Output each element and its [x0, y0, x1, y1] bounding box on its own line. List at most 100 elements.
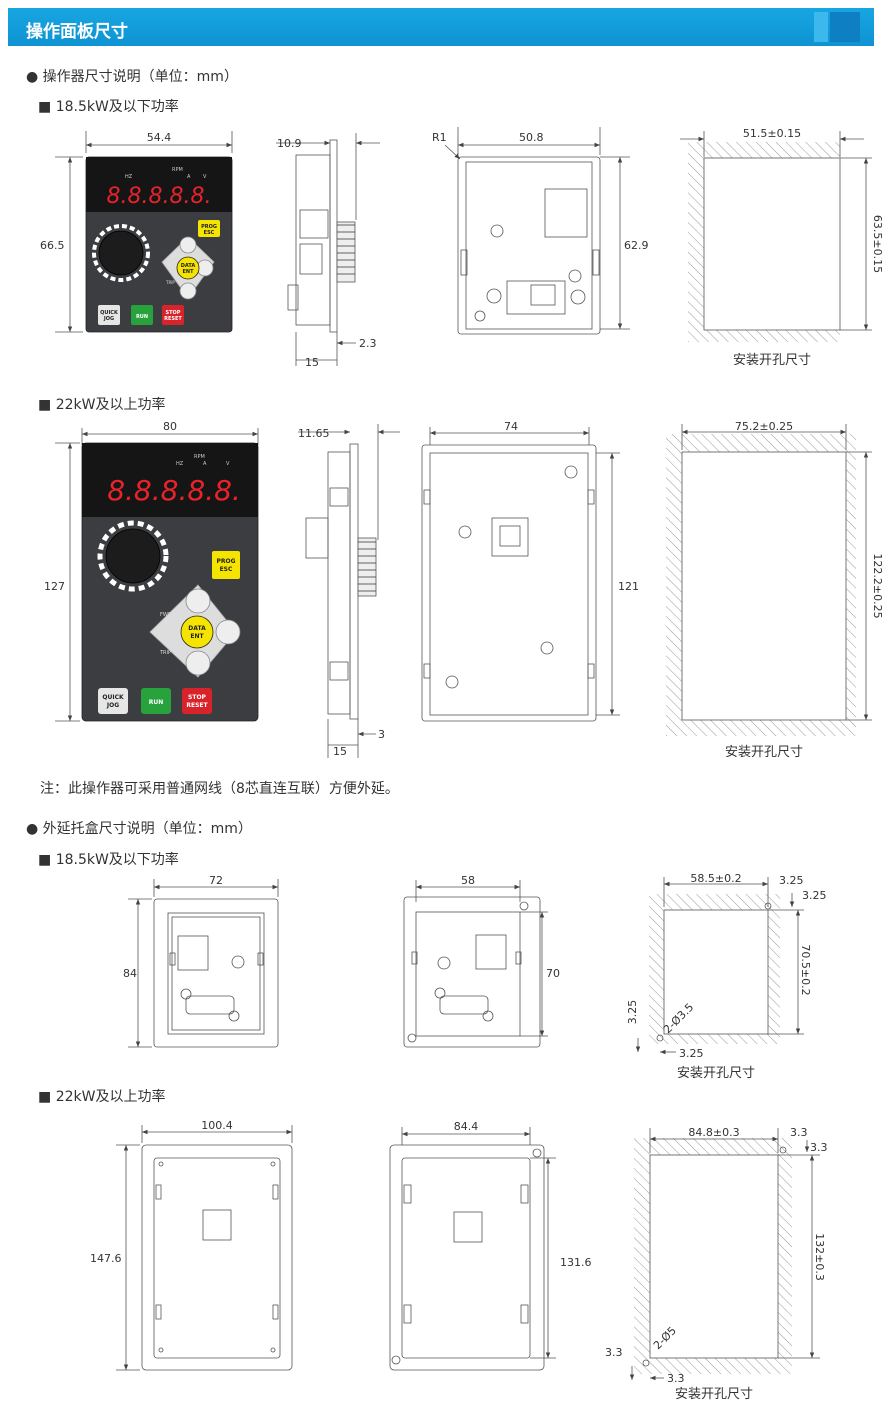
- sub1-label: 18.5kW及以下功率: [55, 99, 179, 115]
- keypad-side-small: 10.9 15 2.3: [276, 133, 380, 369]
- dim-s1-h: 66.5: [40, 239, 65, 252]
- stop-reset-button[interactable]: [162, 305, 184, 325]
- dim-s1-side-top: 10.9: [277, 137, 302, 150]
- led-display: 8.8.8.8.8.: [107, 474, 241, 507]
- jog-label: JOG: [103, 316, 114, 322]
- dim-s2-back-w: 74: [504, 420, 518, 433]
- ent-label: ENT: [190, 633, 204, 640]
- down-button[interactable]: [179, 282, 197, 300]
- a-label: A: [187, 174, 191, 180]
- keypad-front-large: 80 127 HZ RPM A V 8.8.8.8.8. PROG ESC DA…: [44, 420, 259, 722]
- prog-esc-button[interactable]: [212, 551, 240, 579]
- bullet-title-1: ● 操作器尺寸说明（单位：mm）: [26, 69, 238, 85]
- stop-label: STOP: [188, 694, 207, 701]
- dim-b2-cut-w: 84.8±0.3: [688, 1126, 739, 1139]
- quick-jog-button[interactable]: [98, 305, 120, 325]
- dim-b1-cut-h: 70.5±0.2: [799, 944, 812, 995]
- prog-esc-button[interactable]: [198, 220, 220, 237]
- cutout-label-4: 安装开孔尺寸: [675, 1387, 753, 1402]
- run-button[interactable]: [131, 305, 153, 325]
- dim-s1-side-b1: 15: [305, 356, 319, 369]
- cutout-box-small: 58.5±0.2 3.25 3.25 70.5±0.2 3.25 2-Ø3.5 …: [626, 872, 827, 1081]
- down-button[interactable]: [185, 650, 211, 676]
- section-header: 操作面板尺寸: [8, 8, 874, 46]
- hz-label: HZ: [176, 461, 184, 467]
- dim-b2-c-right: 3.3: [810, 1141, 828, 1154]
- dim-b2-cut-h: 132±0.3: [813, 1233, 826, 1281]
- quick-jog-button[interactable]: [98, 688, 128, 714]
- right-button[interactable]: [215, 619, 241, 645]
- rpm-label: RPM: [194, 454, 205, 460]
- box-front-large: 100.4 147.6: [90, 1119, 293, 1371]
- data-ent-button[interactable]: [180, 615, 214, 649]
- dim-s2-side-top: 11.65: [298, 427, 330, 440]
- dim-b2b-w: 84.4: [454, 1120, 479, 1133]
- run-label: RUN: [149, 699, 164, 706]
- diagram-group-1: 54.4 66.5 HZ RPM A V 8.8.8.8.8. PROG ESC…: [40, 127, 884, 1402]
- dim-b1-h: 84: [123, 967, 137, 980]
- dim-b2-c-bottom: 3.3: [667, 1372, 685, 1385]
- cutout-box-large: 84.8±0.3 3.3 3.3 132±0.3 3.3 2-Ø5 3.3 安装…: [605, 1126, 828, 1402]
- esc-label: ESC: [220, 566, 233, 573]
- dim-b1-cut-w: 58.5±0.2: [690, 872, 741, 885]
- dim-s1-w: 54.4: [147, 131, 172, 144]
- cutout-large: 75.2±0.25 122.2±0.25 安装开孔尺寸: [666, 420, 884, 760]
- ent-label: ENT: [182, 269, 194, 275]
- dim-b2-c-top: 3.3: [790, 1126, 808, 1139]
- dim-s1-back-w: 50.8: [519, 131, 544, 144]
- up-button[interactable]: [179, 236, 197, 254]
- data-label: DATA: [188, 625, 206, 632]
- dim-s2-w: 80: [163, 420, 177, 433]
- dim-b1-c-left: 3.25: [626, 1000, 639, 1025]
- a-label: A: [203, 461, 207, 467]
- dim-b1-w: 72: [209, 874, 223, 887]
- dim-s1-back-r: R1: [432, 131, 447, 144]
- subtitle-2: ■ 22kW及以上功率: [38, 397, 166, 413]
- run-button[interactable]: [141, 688, 171, 714]
- dim-b2-c-left: 3.3: [605, 1346, 623, 1359]
- dim-b2-h: 147.6: [90, 1252, 122, 1265]
- prog-label: PROG: [201, 224, 217, 230]
- section1-title: 操作器尺寸说明（单位：mm）: [42, 69, 238, 85]
- trip-label: TRIP: [165, 280, 175, 285]
- esc-label: ESC: [204, 230, 215, 236]
- dim-s2-back-h: 121: [618, 580, 639, 593]
- subtitle-1: ■ 18.5kW及以下功率: [38, 99, 179, 115]
- stop-reset-button[interactable]: [182, 688, 212, 714]
- bullet-title-2: ● 外延托盒尺寸说明（单位：mm）: [26, 821, 252, 837]
- dim-s2-h: 127: [44, 580, 65, 593]
- dim-b2b-h: 131.6: [560, 1256, 592, 1269]
- keypad-back-small: 50.8 R1 62.9: [432, 127, 649, 335]
- prog-label: PROG: [216, 558, 235, 565]
- dim-s2-side-b1: 15: [333, 745, 347, 758]
- keypad-front-small: 54.4 66.5 HZ RPM A V 8.8.8.8.8. PROG ESC…: [40, 131, 233, 333]
- dim-s1-back-h: 62.9: [624, 239, 649, 252]
- dim-b1-c-bottom: 3.25: [679, 1047, 704, 1060]
- dim-b1-c-top: 3.25: [779, 874, 804, 887]
- note-text: 注：此操作器可采用普通网线（8芯直连互联）方便外延。: [40, 781, 399, 797]
- header-title: 操作面板尺寸: [26, 22, 128, 42]
- quick-label: QUICK: [102, 694, 124, 701]
- v-label: V: [226, 461, 230, 467]
- data-label: DATA: [181, 263, 196, 269]
- v-label: V: [203, 174, 207, 180]
- keypad-side-large: 11.65 15 3: [298, 424, 400, 758]
- dim-s1-cut-h: 63.5±0.15: [871, 215, 884, 273]
- sub3-label: 18.5kW及以下功率: [55, 852, 179, 868]
- reset-label: RESET: [186, 702, 208, 709]
- dim-s1-cut-w: 51.5±0.15: [743, 127, 801, 140]
- led-display: 8.8.8.8.8.: [107, 184, 212, 209]
- subtitle-3: ■ 18.5kW及以下功率: [38, 852, 179, 868]
- subtitle-4: ■ 22kW及以上功率: [38, 1089, 166, 1105]
- stop-label: STOP: [166, 310, 181, 316]
- data-ent-button[interactable]: [176, 256, 200, 280]
- dim-b1b-h: 70: [546, 967, 560, 980]
- header-decoration: [830, 12, 860, 42]
- box-back-small: 58 70: [403, 874, 560, 1048]
- header-decoration: [814, 12, 828, 42]
- keypad-back-large: 74 121: [421, 420, 639, 722]
- up-button[interactable]: [185, 588, 211, 614]
- dim-s2-side-b2: 3: [378, 728, 385, 741]
- rpm-label: RPM: [172, 167, 183, 173]
